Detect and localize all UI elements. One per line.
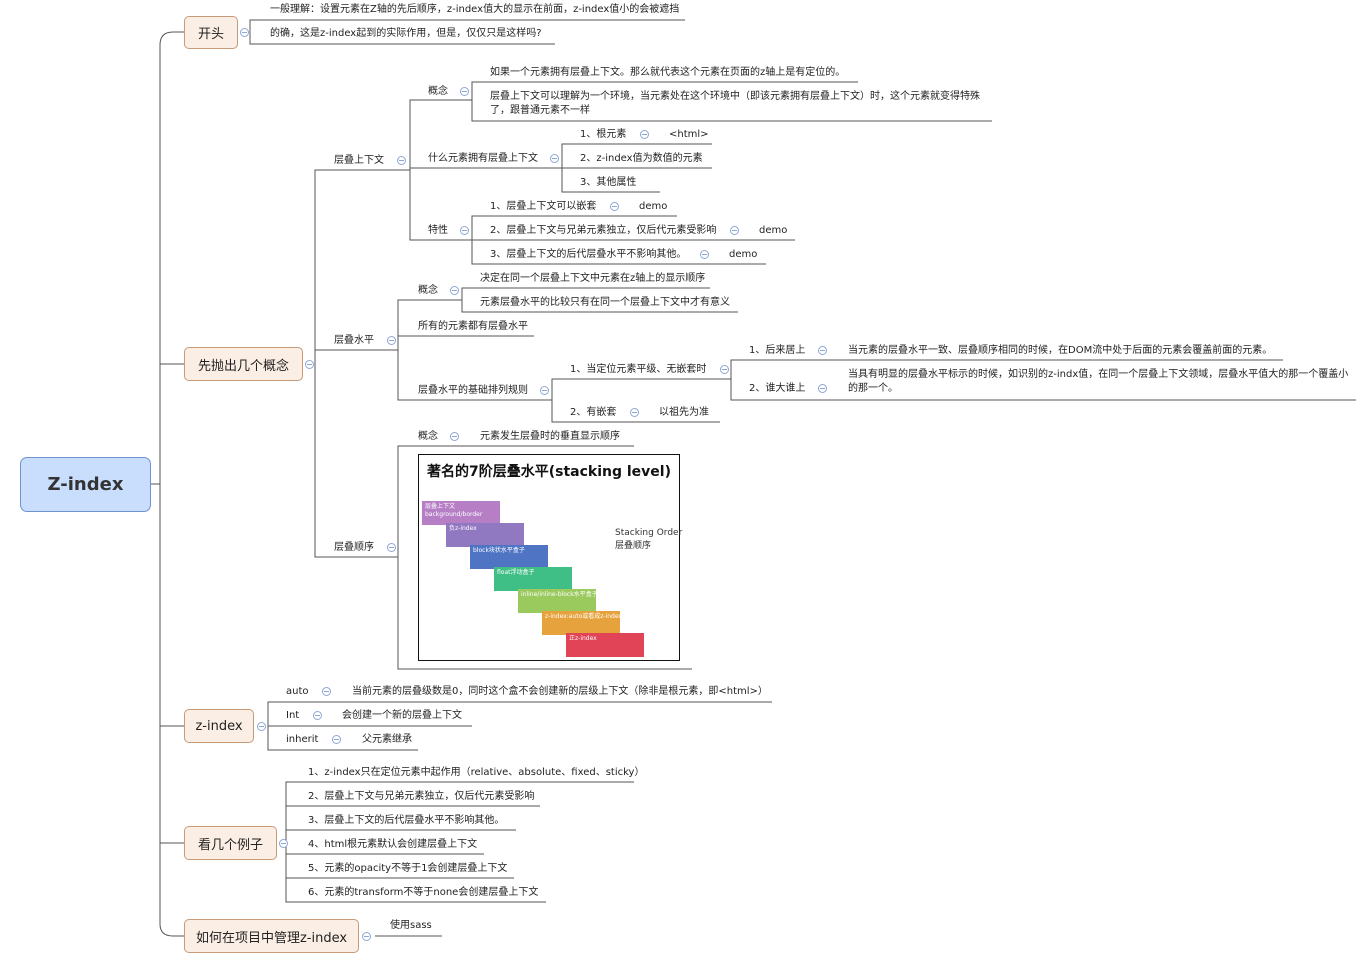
collapse-icon[interactable] bbox=[305, 360, 314, 369]
stacking-context-label[interactable]: 层叠上下文 bbox=[334, 155, 384, 166]
collapse-icon[interactable] bbox=[450, 432, 459, 441]
collapse-icon[interactable] bbox=[332, 735, 341, 744]
example-item: 6、元素的transform不等于none会创建层叠上下文 bbox=[308, 887, 539, 898]
sl-rules-label[interactable]: 层叠水平的基础排列规则 bbox=[418, 385, 528, 396]
sl-concept-item: 决定在同一个层叠上下文中元素在z轴上的显示顺序 bbox=[480, 273, 706, 284]
collapse-icon[interactable] bbox=[730, 226, 739, 235]
sl-all-have: 所有的元素都有层叠水平 bbox=[418, 321, 528, 332]
sc-which-item: 2、z-index值为数值的元素 bbox=[580, 153, 703, 164]
example-item: 3、层叠上下文的后代层叠水平不影响其他。 bbox=[308, 815, 505, 826]
collapse-icon[interactable] bbox=[818, 346, 827, 355]
collapse-icon[interactable] bbox=[240, 28, 249, 37]
collapse-icon[interactable] bbox=[322, 687, 331, 696]
collapse-icon[interactable] bbox=[257, 722, 266, 731]
stacking-level-block: block块状水平盒子 bbox=[470, 545, 548, 569]
topic-opening[interactable]: 开头 bbox=[184, 16, 238, 49]
opening-item-1: 一般理解：设置元素在Z轴的先后顺序，z-index值大的显示在前面，z-inde… bbox=[270, 4, 680, 15]
sl-concept-item: 元素层叠水平的比较只有在同一个层叠上下文中才有意义 bbox=[480, 297, 730, 308]
manage-item: 使用sass bbox=[390, 920, 432, 931]
collapse-icon[interactable] bbox=[387, 336, 396, 345]
demo-link[interactable]: demo bbox=[759, 225, 788, 236]
collapse-icon[interactable] bbox=[630, 408, 639, 417]
opening-item-2: 的确，这是z-index起到的实际作用，但是，仅仅只是这样吗? bbox=[270, 28, 542, 39]
zindex-auto-desc: 当前元素的层叠级数是0，同时这个盒不会创建新的层级上下文（除非是根元素，即<ht… bbox=[352, 686, 768, 697]
stacking-level-block: 负z-index bbox=[446, 523, 524, 547]
sc-which-item: 3、其他属性 bbox=[580, 177, 637, 188]
collapse-icon[interactable] bbox=[610, 202, 619, 211]
sc-which-label[interactable]: 什么元素拥有层叠上下文 bbox=[428, 153, 538, 164]
sl-concept-label[interactable]: 概念 bbox=[418, 285, 438, 296]
collapse-icon[interactable] bbox=[397, 156, 406, 165]
sl-rule-1a-desc: 当元素的层叠水平一致、层叠顺序相同的时候，在DOM流中处于后面的元素会覆盖前面的… bbox=[848, 345, 1273, 356]
sc-root-tag: <html> bbox=[669, 129, 709, 140]
sc-which-item[interactable]: 1、根元素 bbox=[580, 129, 627, 140]
sc-feature-item[interactable]: 2、层叠上下文与兄弟元素独立，仅后代元素受影响 bbox=[490, 225, 717, 236]
demo-link[interactable]: demo bbox=[729, 249, 758, 260]
collapse-icon[interactable] bbox=[460, 226, 469, 235]
zindex-auto[interactable]: auto bbox=[286, 686, 309, 697]
sc-feature-item[interactable]: 3、层叠上下文的后代层叠水平不影响其他。 bbox=[490, 249, 687, 260]
collapse-icon[interactable] bbox=[279, 839, 288, 848]
demo-link[interactable]: demo bbox=[639, 201, 668, 212]
topic-examples[interactable]: 看几个例子 bbox=[184, 826, 277, 860]
collapse-icon[interactable] bbox=[362, 932, 371, 941]
stacking-level-block: z-index:auto或看成z-index:0 bbox=[542, 611, 620, 635]
collapse-icon[interactable] bbox=[700, 250, 709, 259]
sc-concept-label[interactable]: 概念 bbox=[428, 86, 448, 97]
root-topic[interactable]: Z-index bbox=[20, 457, 151, 512]
collapse-icon[interactable] bbox=[818, 384, 827, 393]
stacking-level-block: inline/inline-block水平盒子 bbox=[518, 589, 596, 613]
collapse-icon[interactable] bbox=[313, 711, 322, 720]
sc-concept-item: 层叠上下文可以理解为一个环境，当元素处在这个环境中（即该元素拥有层叠上下文）时，… bbox=[490, 91, 980, 116]
collapse-icon[interactable] bbox=[720, 365, 729, 374]
sl-rule-2[interactable]: 2、有嵌套 bbox=[570, 407, 617, 418]
topic-zindex[interactable]: z-index bbox=[184, 709, 254, 743]
image-legend: Stacking Order 层叠顺序 bbox=[615, 527, 682, 553]
sl-rule-1b[interactable]: 2、谁大谁上 bbox=[749, 383, 806, 394]
sl-rule-1a[interactable]: 1、后来居上 bbox=[749, 345, 806, 356]
sl-rule-2-desc: 以祖先为准 bbox=[659, 407, 709, 418]
stacking-level-label[interactable]: 层叠水平 bbox=[334, 335, 374, 346]
example-item: 1、z-index只在定位元素中起作用（relative、absolute、fi… bbox=[308, 767, 645, 778]
zindex-int-desc: 会创建一个新的层叠上下文 bbox=[342, 710, 462, 721]
sl-rule-1[interactable]: 1、当定位元素平级、无嵌套时 bbox=[570, 364, 707, 375]
collapse-icon[interactable] bbox=[460, 87, 469, 96]
image-legend-en: Stacking Order bbox=[615, 528, 683, 538]
collapse-icon[interactable] bbox=[387, 543, 396, 552]
example-item: 2、层叠上下文与兄弟元素独立，仅后代元素受影响 bbox=[308, 791, 535, 802]
stacking-level-block: 层叠上下文 background/border bbox=[422, 501, 500, 525]
example-item: 4、html根元素默认会创建层叠上下文 bbox=[308, 839, 478, 850]
collapse-icon[interactable] bbox=[550, 154, 559, 163]
sl-rule-1b-desc: 当具有明显的层叠水平标示的时候，如识别的z-indx值，在同一个层叠上下文领域，… bbox=[848, 369, 1349, 394]
sc-feature-label[interactable]: 特性 bbox=[428, 225, 448, 236]
sc-feature-item[interactable]: 1、层叠上下文可以嵌套 bbox=[490, 201, 597, 212]
so-concept-label[interactable]: 概念 bbox=[418, 431, 438, 442]
example-item: 5、元素的opacity不等于1会创建层叠上下文 bbox=[308, 863, 508, 874]
stacking-level-block: 正z-index bbox=[566, 633, 644, 657]
collapse-icon[interactable] bbox=[540, 386, 549, 395]
zindex-inherit-desc: 父元素继承 bbox=[362, 734, 412, 745]
topic-concepts[interactable]: 先抛出几个概念 bbox=[184, 347, 303, 381]
image-title: 著名的7阶层叠水平(stacking level) bbox=[427, 464, 671, 480]
zindex-int[interactable]: Int bbox=[286, 710, 300, 721]
image-legend-cn: 层叠顺序 bbox=[615, 541, 652, 551]
so-concept-desc: 元素发生层叠时的垂直显示顺序 bbox=[480, 431, 620, 442]
topic-manage[interactable]: 如何在项目中管理z-index bbox=[184, 919, 359, 953]
collapse-icon[interactable] bbox=[450, 286, 459, 295]
stacking-order-label[interactable]: 层叠顺序 bbox=[334, 542, 374, 553]
zindex-inherit[interactable]: inherit bbox=[286, 734, 319, 745]
stacking-level-block: float浮动盒子 bbox=[494, 567, 572, 591]
sc-concept-item: 如果一个元素拥有层叠上下文。那么就代表这个元素在页面的z轴上是有定位的。 bbox=[490, 67, 846, 78]
collapse-icon[interactable] bbox=[640, 130, 649, 139]
stacking-order-image: 著名的7阶层叠水平(stacking level) Stacking Order… bbox=[418, 454, 682, 661]
